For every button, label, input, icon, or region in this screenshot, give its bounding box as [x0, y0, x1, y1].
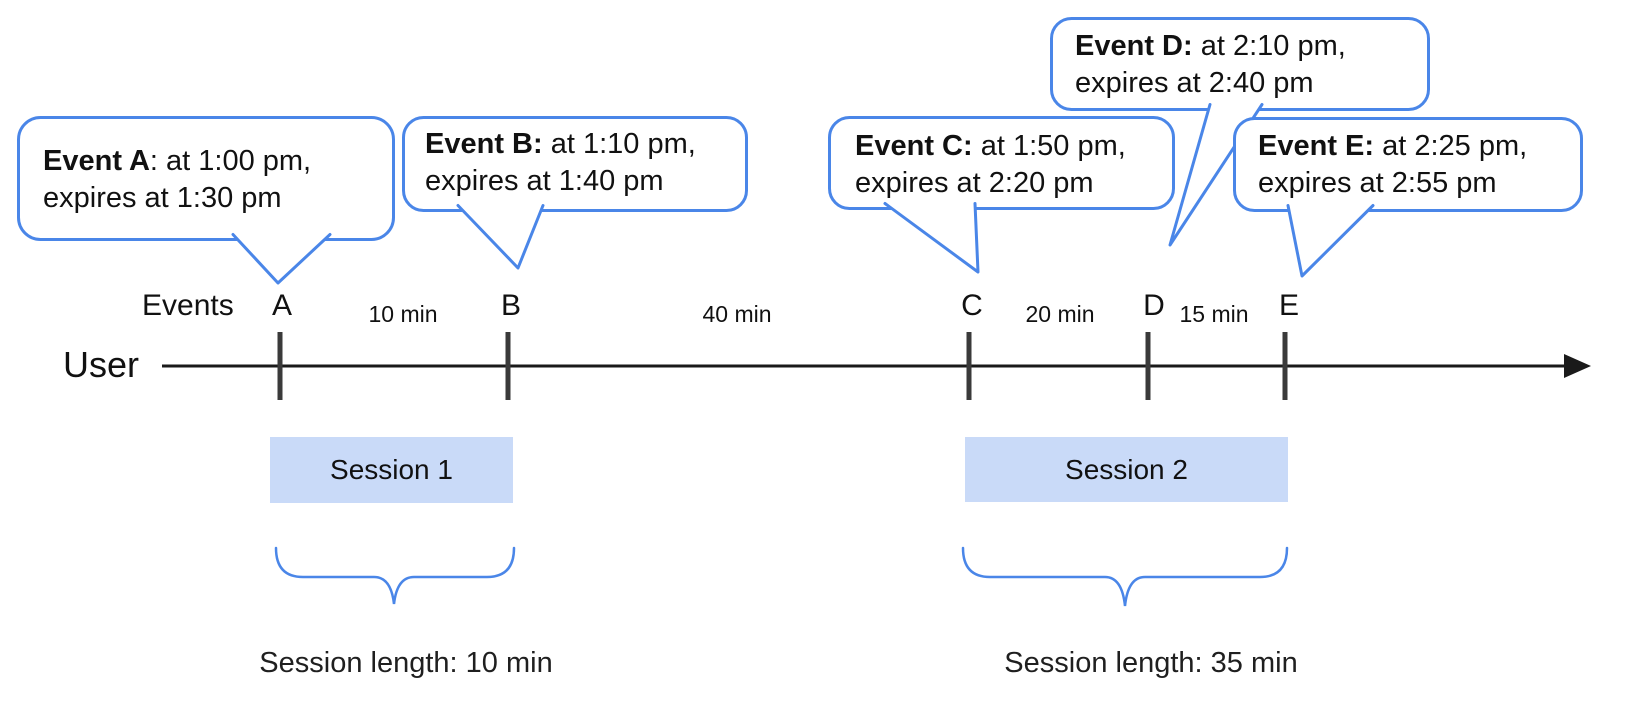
bubble-e-expiry: expires at 2:55 pm [1258, 167, 1497, 199]
session-1-label: Session 1 [330, 454, 453, 485]
session-1-box: Session 1 [270, 437, 513, 503]
bubble-c-line1: Event C: at 1:50 pm, [855, 128, 1126, 165]
bubble-d-line1: Event D: at 2:10 pm, [1075, 28, 1346, 65]
bubble-e-line1: Event E: at 2:25 pm, [1258, 128, 1527, 165]
bubble-a-time: : at 1:00 pm, [149, 145, 312, 177]
bubble-d-title: Event D: [1075, 30, 1193, 62]
speech-bubble-event-a [17, 116, 395, 285]
bubble-a-title: Event A [43, 145, 150, 177]
session-1-length-label: Session length: 10 min [259, 647, 553, 679]
events-row-label: Events [142, 289, 234, 322]
bubble-e-title: Event E: [1258, 130, 1375, 162]
bubble-body-c [828, 116, 1175, 210]
event-mark-a: A [271, 289, 293, 322]
bubble-text-event-a: Event A: at 1:00 pm, expires at 1:30 pm [43, 143, 311, 217]
bubble-c-expiry: expires at 2:20 pm [855, 167, 1094, 199]
gap-label-a-b: 10 min [368, 301, 438, 327]
bubble-b-expiry: expires at 1:40 pm [425, 165, 664, 197]
event-mark-c: C [961, 289, 983, 322]
gap-label-d-e: 15 min [1179, 301, 1249, 327]
bubble-b-line1: Event B: at 1:10 pm, [425, 126, 696, 163]
bubble-tail-b [456, 204, 545, 270]
bubble-text-event-d: Event D: at 2:10 pm, expires at 2:40 pm [1075, 28, 1346, 102]
bubble-d-time: at 2:10 pm, [1192, 30, 1346, 62]
user-row-label: User [63, 344, 140, 385]
bubble-d-expiry: expires at 2:40 pm [1075, 67, 1314, 99]
bubble-a-expiry: expires at 1:30 pm [43, 182, 282, 214]
event-mark-e: E [1278, 289, 1300, 322]
speech-bubble-event-b [402, 116, 748, 270]
session-2-label: Session 2 [1065, 453, 1188, 485]
event-mark-b: B [500, 289, 522, 322]
bubble-e-time: at 2:25 pm, [1374, 130, 1528, 162]
bubble-a-line1: Event A: at 1:00 pm, [43, 143, 311, 180]
gap-label-b-c: 40 min [702, 301, 772, 327]
brace-session-2 [961, 546, 1289, 607]
gap-label-c-d: 20 min [1025, 301, 1095, 327]
bubble-text-event-b: Event B: at 1:10 pm, expires at 1:40 pm [425, 126, 696, 200]
bubble-c-time: at 1:50 pm, [972, 130, 1126, 162]
bubble-tail-a [231, 233, 332, 285]
bubble-body-b [402, 116, 748, 212]
session-2-length-label: Session length: 35 min [1004, 647, 1298, 679]
bubble-tail-e [1286, 204, 1375, 278]
bubble-text-event-e: Event E: at 2:25 pm, expires at 2:55 pm [1258, 128, 1527, 202]
session-2-box: Session 2 [965, 437, 1288, 502]
bubble-tail-c [883, 202, 980, 274]
bubble-b-time: at 1:10 pm, [542, 128, 696, 160]
speech-bubble-event-e [1233, 117, 1583, 278]
bubble-text-event-c: Event C: at 1:50 pm, expires at 2:20 pm [855, 128, 1126, 202]
brace-session-1 [274, 546, 516, 605]
bubble-body-e [1233, 117, 1583, 212]
bubble-b-title: Event B: [425, 128, 543, 160]
speech-bubble-event-c [828, 116, 1175, 274]
bubble-c-title: Event C: [855, 130, 973, 162]
bubble-body-a [17, 116, 395, 241]
timeline-arrowhead-icon [1564, 354, 1591, 378]
event-mark-d: D [1143, 289, 1165, 322]
